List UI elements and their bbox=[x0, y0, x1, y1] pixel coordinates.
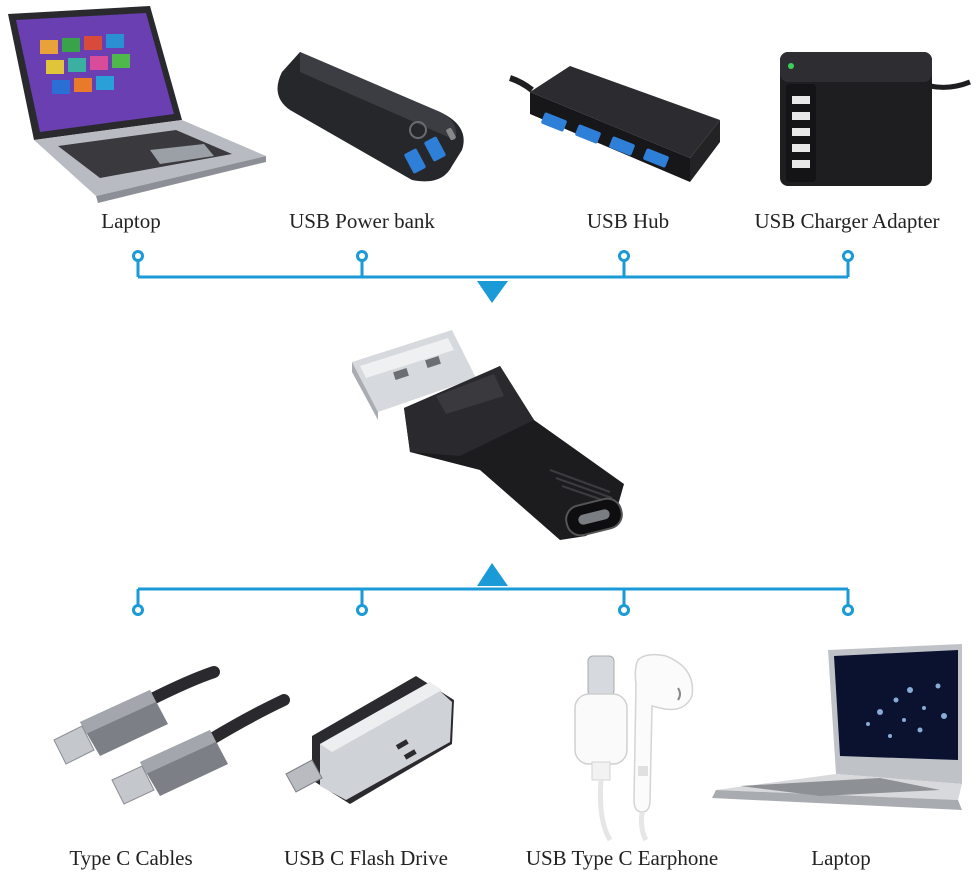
label-laptop-top: Laptop bbox=[101, 209, 161, 233]
charger-adapter-icon bbox=[780, 52, 971, 186]
up-arrow-icon bbox=[477, 563, 508, 586]
label-usb-hub: USB Hub bbox=[586, 209, 670, 233]
power-bank-icon bbox=[277, 52, 464, 182]
label-type-c-cables: Type C Cables bbox=[69, 846, 193, 870]
bottom-connector-bracket bbox=[132, 587, 854, 616]
laptop-icon bbox=[8, 6, 266, 203]
down-arrow-icon bbox=[477, 281, 508, 303]
flash-drive-icon bbox=[285, 676, 454, 804]
type-c-cables-icon bbox=[53, 666, 290, 805]
label-power-bank: USB Power bank bbox=[289, 209, 435, 233]
label-laptop-bottom: Laptop bbox=[811, 846, 871, 870]
label-charger-adapter: USB Charger Adapter bbox=[754, 209, 940, 233]
label-earphone: USB Type C Earphone bbox=[525, 846, 719, 870]
earphone-icon bbox=[574, 653, 694, 842]
usb-hub-icon bbox=[509, 66, 720, 182]
top-connector-bracket bbox=[132, 250, 854, 279]
laptop-silver-icon bbox=[712, 644, 962, 810]
usb-a-to-type-c-adapter-icon bbox=[352, 330, 624, 540]
label-flash-drive: USB C Flash Drive bbox=[284, 846, 448, 870]
